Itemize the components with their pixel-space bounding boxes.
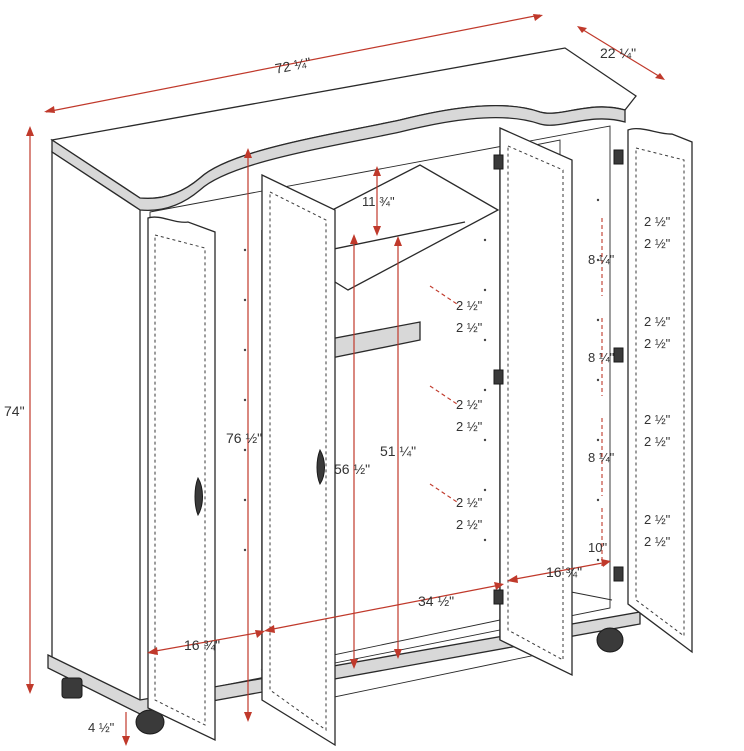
shelf-peg-holes <box>243 198 600 562</box>
foot-front-right <box>596 627 624 653</box>
label-shelf-c2a: 2 ½" <box>456 397 483 412</box>
hinge-1 <box>493 154 504 170</box>
label-left-width: 16 ¾" <box>184 637 220 653</box>
label-shelf-c2b: 2 ½" <box>456 419 483 434</box>
label-shelf-r1b: 2 ½" <box>644 236 671 251</box>
door-right-inner <box>635 147 685 637</box>
label-bottom-gap: 10" <box>588 540 607 555</box>
label-shelf-r3a: 2 ½" <box>644 412 671 427</box>
label-shelf-r3b: 2 ½" <box>644 434 671 449</box>
label-foot-height: 4 ½" <box>88 720 115 735</box>
door-center-left-inner <box>269 191 327 731</box>
label-top-gap: 11 ¾" <box>362 194 395 209</box>
doors <box>147 126 693 747</box>
label-right-width: 16 ¾" <box>546 564 582 580</box>
label-shelf-r2b: 2 ½" <box>644 336 671 351</box>
label-shelf-r4b: 2 ½" <box>644 534 671 549</box>
door-handle-left <box>194 476 203 517</box>
label-block-2: 8 ¼" <box>588 350 615 365</box>
door-handle-center <box>316 448 325 486</box>
label-shelf-c1b: 2 ½" <box>456 320 483 335</box>
label-shelf-c3a: 2 ½" <box>456 495 483 510</box>
dimension-labels: 72 ¼" 22 ¼" 74" 76 ½" 11 ¾" 56 ½" 51 ¼" … <box>4 45 671 735</box>
base-plinth <box>47 611 641 715</box>
label-interior-height: 76 ½" <box>226 430 262 446</box>
label-block-3: 8 ¼" <box>588 450 615 465</box>
door-left <box>147 216 216 742</box>
hinge-6 <box>613 566 624 582</box>
hinge-4 <box>613 149 624 165</box>
label-block-1: 8 ¼" <box>588 252 615 267</box>
label-overall-depth: 22 ¼" <box>600 45 636 61</box>
label-shelf-r4a: 2 ½" <box>644 512 671 527</box>
label-shelf-r2a: 2 ½" <box>644 314 671 329</box>
wardrobe-body <box>47 47 641 735</box>
foot-front-left <box>61 677 83 699</box>
label-shelf-r1a: 2 ½" <box>644 214 671 229</box>
door-center-left <box>261 173 336 747</box>
label-hanging-outer: 56 ½" <box>334 461 370 477</box>
door-center-right <box>499 126 573 677</box>
crown-front <box>51 104 626 212</box>
label-center-width: 34 ½" <box>418 593 454 609</box>
hinge-3 <box>493 589 504 605</box>
label-shelf-c3b: 2 ½" <box>456 517 483 532</box>
label-hanging-inner: 51 ¼" <box>380 443 416 459</box>
foot-front-center <box>135 709 165 735</box>
label-shelf-c1a: 2 ½" <box>456 298 483 313</box>
left-side-panel <box>51 150 141 707</box>
label-overall-width: 72 ¼" <box>274 54 313 77</box>
hinge-5 <box>613 347 624 363</box>
dimension-lines <box>26 14 665 746</box>
hinge-2 <box>493 369 504 385</box>
label-overall-height: 74" <box>4 403 25 419</box>
door-left-inner <box>154 234 206 726</box>
door-right <box>627 128 693 654</box>
